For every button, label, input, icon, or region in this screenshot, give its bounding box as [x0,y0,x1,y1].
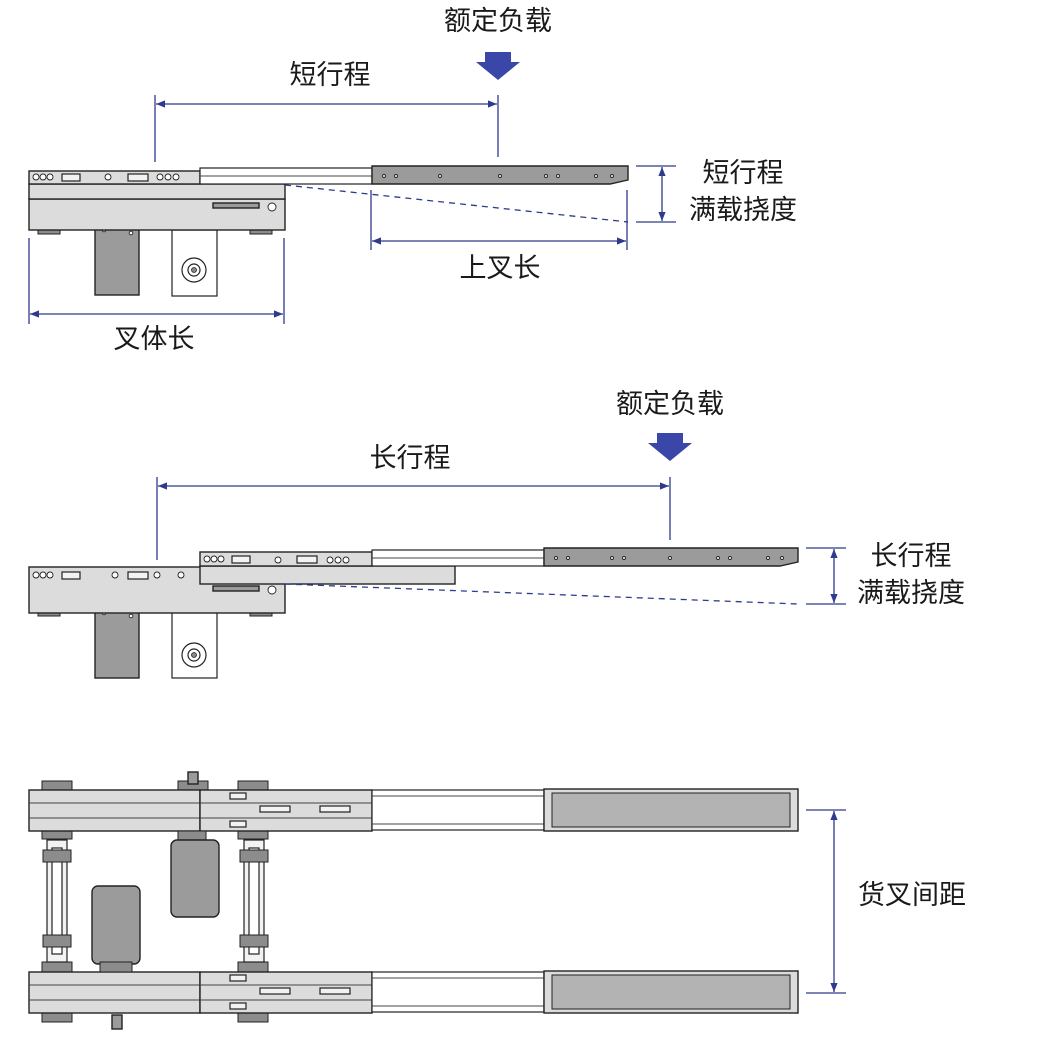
short-stroke-fork [28,165,629,297]
short-stroke-dimensions [28,52,676,324]
middle-fork [371,971,545,1013]
rated-load-label: 额定负载 [616,389,724,420]
long-stroke-dimensions [156,433,846,605]
deflection-line [284,583,799,605]
short-deflection-label-line2: 满载挠度 [689,195,797,226]
rated-load-label: 额定负载 [444,6,552,37]
upper-fork-length-label: 上叉长 [459,253,541,284]
rated-load-arrow-icon [476,52,520,80]
long-stroke-fork [28,547,799,679]
short-stroke-label: 短行程 [289,60,371,91]
short-deflection-label-line1: 短行程 [702,158,784,189]
fork-spacing-dimension [806,809,846,994]
long-deflection-label-line1: 长行程 [870,541,952,572]
fork-body-length-label: 叉体长 [113,324,195,355]
rated-load-arrow-icon [648,433,692,461]
fork-pair-top-view [28,771,799,1030]
long-deflection-label-line2: 满载挠度 [857,578,965,609]
motor [91,885,141,965]
deflection-line [284,184,629,223]
fork-body [28,789,201,832]
motor [170,839,220,918]
long-stroke-label: 长行程 [369,443,451,474]
fork-body [28,971,201,1014]
fork-spacing-label: 货叉间距 [858,880,966,911]
